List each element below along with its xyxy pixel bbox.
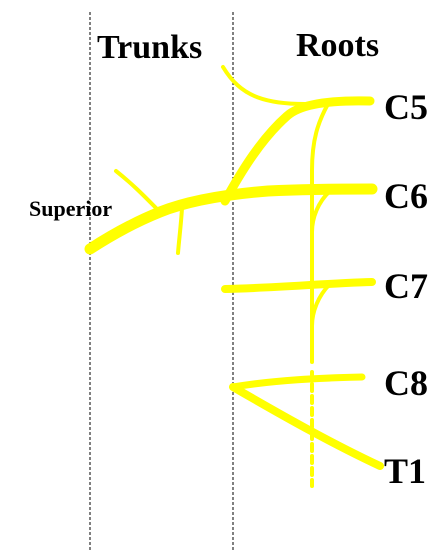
root-label-c8: C8	[384, 363, 428, 403]
t1-root-nerve	[229, 383, 384, 470]
superior-trunk-upper-branch	[114, 169, 162, 214]
root-label-c5: C5	[384, 87, 428, 127]
superior-trunk	[84, 183, 378, 255]
nerve-paths	[84, 65, 384, 488]
c6-descending-branch	[310, 189, 332, 234]
c7-descending-branch	[310, 282, 332, 328]
c7-root-nerve	[221, 278, 376, 293]
roots-header: Roots	[296, 27, 379, 64]
c5-upper-branch	[221, 65, 332, 107]
root-label-t1: T1	[384, 451, 426, 491]
superior-trunk-lower-branch	[176, 206, 184, 255]
trunks-header: Trunks	[97, 29, 202, 66]
c5-root-nerve	[220, 96, 375, 206]
c8-root-nerve	[229, 373, 366, 391]
c5-descending-branch	[310, 102, 330, 364]
superior-trunk-label: Superior	[29, 196, 112, 221]
root-label-c7: C7	[384, 266, 428, 306]
root-label-c6: C6	[384, 176, 428, 216]
